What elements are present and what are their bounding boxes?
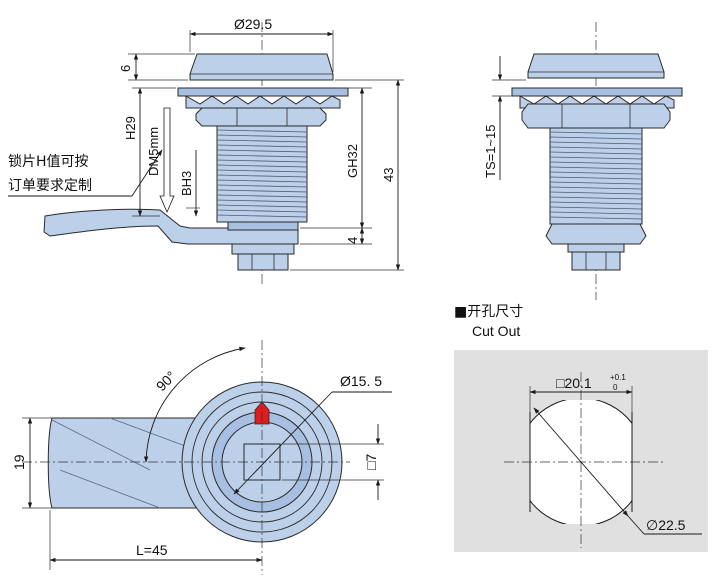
thread-line [549,166,643,170]
thread-line [216,134,308,138]
dim-4: 4 [345,237,360,244]
thread-line [549,151,643,155]
cutout-title-cn: ■开孔尺寸 [454,304,523,320]
thread-line [549,216,643,220]
thread-line [549,161,643,165]
thread-line [549,171,643,175]
thread-line [549,176,643,180]
dim-dia-top: Ø29.5 [234,16,272,32]
dim-total-43: 43 [381,168,396,182]
thread-line [216,169,308,173]
thread-line [216,159,308,163]
thread-line [549,136,643,140]
lower-collar [227,221,299,231]
dim-square-7: □7 [363,454,379,470]
thread-line [216,209,308,213]
dim-width-19: 19 [11,454,27,470]
cutout-title-en: Cut Out [472,323,520,339]
thread-line [216,154,308,158]
ts-bottom-nut [571,251,621,271]
bottom-washer [231,243,295,255]
dim-tol-plus: +0.1 [610,373,626,382]
thread-line [216,179,308,183]
dim-ts: TS=1~15 [483,125,498,179]
front-cam-bar [47,417,197,509]
dim-cut-dia: ∅22.5 [646,517,686,533]
thread-line [216,214,308,218]
cutout-section: ■开孔尺寸 Cut Out □20.1 +0.1 0 ∅22.5 [454,304,708,552]
thread-line [549,191,643,195]
dim-bh3: BH3 [179,171,194,196]
thread-line [216,149,308,153]
note-line-2: 订单要求定制 [8,178,92,194]
dim-cut-width: □20.1 [556,375,592,391]
ts-bottom-washer [567,243,625,253]
thread-line [549,141,643,145]
ts-flange [511,87,683,97]
thread-line [549,181,643,185]
ts-lower-nut [545,223,647,245]
side-view-ts: TS=1~15 [483,22,683,300]
angle-arc [143,346,246,463]
thread-line [549,201,643,205]
dim-gh32: GH32 [345,144,360,178]
dim-length: L=45 [136,542,168,558]
thread-line [549,146,643,150]
ts-thread-lines [549,131,643,220]
thread-line [216,129,308,133]
dim-angle: 90° [153,368,179,394]
dim-h29: H29 [123,116,138,140]
ts-head-cap [527,53,665,79]
thread-line [549,186,643,190]
thread-line [549,211,643,215]
thread-line [216,144,308,148]
thread-line [216,194,308,198]
thread-line [216,199,308,203]
thread-line [216,204,308,208]
hex-nut [195,107,327,127]
thread-line [549,206,643,210]
thread-line [216,184,308,188]
thread-line [549,131,643,135]
thread-line [216,164,308,168]
head-cap [189,53,334,81]
bottom-nut [237,253,289,271]
thread-line [549,156,643,160]
dim-head-height: 6 [118,65,133,72]
dm-arrow [159,107,175,213]
flange [177,87,349,97]
thread-line [549,196,643,200]
thread-lines [216,129,308,218]
dim-dm5mm: DM5mm [146,127,161,176]
ts-hex-nut [521,103,671,129]
side-view: Ø29.5 6 H29 DM5mm BH3 GH32 4 43 锁片H [8,16,404,285]
thread-line [216,189,308,193]
note-line-1: 锁片H值可按 [8,154,89,170]
thread-line [216,139,308,143]
dim-tol-zero: 0 [613,383,618,392]
thread-line [216,174,308,178]
dim-dia-front: Ø15. 5 [340,373,382,389]
front-view: 90° Ø15. 5 □7 19 L=45 [11,340,392,575]
serrated-washer [185,95,341,109]
